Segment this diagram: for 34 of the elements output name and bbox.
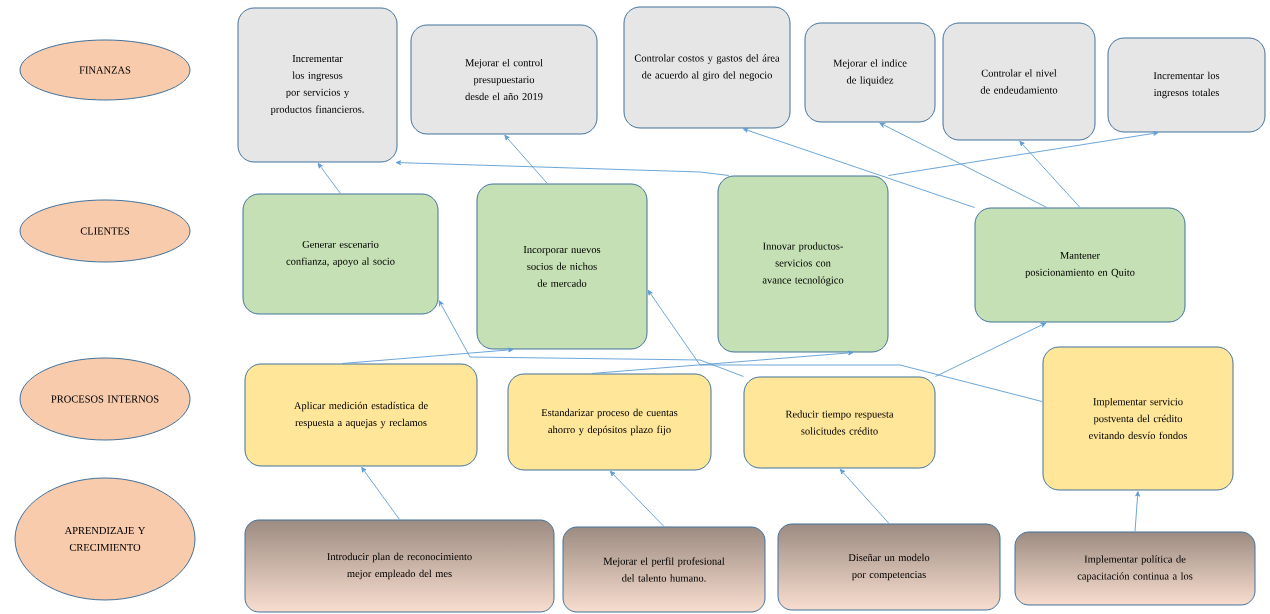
objective-box: Implementar política de capacitación continua a los (1014, 531, 1256, 606)
objective-box: Generar escenario confianza, apoyo al socio (242, 193, 439, 315)
arrow (1019, 140, 1081, 208)
objective-box: Controlar costos y gastos del área de acuerdo al giro del negocio (623, 6, 791, 129)
arrow (888, 131, 1159, 176)
arrow (609, 470, 665, 527)
objective-box: Incrementar los ingresos totales (1107, 37, 1266, 133)
arrow (647, 289, 1043, 403)
arrow (591, 350, 854, 374)
objective-box: Implementar servicio postventa del crédito evitando desvío fondos (1042, 346, 1234, 491)
arrow (879, 122, 1048, 208)
arrow (839, 468, 890, 524)
objective-box: Mejorar el indice de liquidez (804, 22, 936, 123)
objective-box: Mejorar el perfil profesional del talento humano. (562, 526, 766, 613)
objective-box: Controlar el nivel de endeudamiento (942, 22, 1096, 141)
objective-box: Aplicar medición estadística de respuesta a aquejas y reclamos (244, 363, 478, 467)
objective-box: Innovar productos-servicios con avance tecnológico (717, 175, 889, 353)
objective-box: Introducir plan de reconocimiento mejor empleado del mes (244, 519, 555, 613)
arrow (317, 162, 341, 194)
objective-box: Reducir tiempo respuesta solicitudes crédito (743, 376, 936, 469)
arrow (361, 466, 400, 520)
arrow (341, 347, 514, 364)
arrow (438, 300, 744, 377)
arrow (1134, 491, 1140, 532)
objective-box: Mejorar el control presupuestario desde el año 2019 (410, 24, 598, 135)
arrow (395, 160, 730, 176)
objective-box: Estandarizar proceso de cuentas ahorro y depósitos plazo fijo (507, 373, 712, 471)
arrow (935, 322, 1047, 377)
objective-box: Incrementar los ingresos por servicios y productos financieros. (237, 7, 398, 163)
objective-box: Diseñar un modelo por competencias (777, 523, 1001, 611)
arrow (504, 134, 548, 184)
objective-box: Mantener posicionamiento en Quito (974, 207, 1186, 323)
arrow (742, 128, 975, 208)
objective-box: Incorporar nuevos socios de nichos de mercado (476, 183, 648, 350)
